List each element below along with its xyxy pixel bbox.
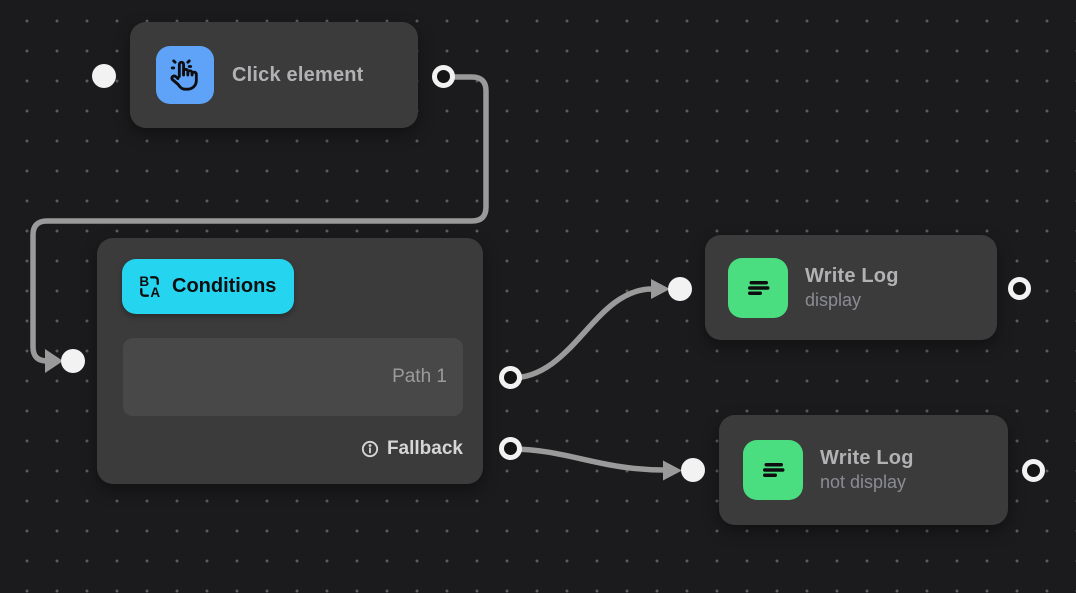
svg-text:B: B — [139, 274, 149, 289]
ab-conditions-icon: B A — [136, 273, 163, 300]
node-click-element[interactable]: Click element — [130, 22, 418, 128]
write-log-display-title: Write Log — [805, 264, 899, 287]
write-log-display-output-handle[interactable] — [1008, 277, 1031, 300]
write-log-display-input-handle[interactable] — [668, 277, 692, 301]
condition-fallback-row[interactable]: Fallback — [360, 435, 463, 463]
node-conditions[interactable]: B A Conditions Path 1 Fallback — [97, 238, 483, 484]
node-write-log-display[interactable]: Write Log display — [705, 235, 997, 340]
condition-path-label: Path 1 — [392, 366, 447, 387]
conditions-input-handle[interactable] — [61, 349, 85, 373]
arrowhead-write-log-not-display-input — [663, 460, 682, 481]
conditions-fallback-output-handle[interactable] — [499, 437, 522, 460]
hand-click-icon — [156, 46, 214, 104]
write-log-not-display-output-handle[interactable] — [1022, 459, 1045, 482]
conditions-header-pill[interactable]: B A Conditions — [122, 259, 295, 314]
svg-text:A: A — [150, 285, 160, 300]
edge-fallback-to-write-log-not-display[interactable] — [508, 446, 682, 481]
write-log-not-display-title: Write Log — [820, 447, 914, 469]
write-log-not-display-input-handle[interactable] — [681, 458, 705, 482]
write-log-display-subtitle: display — [805, 289, 862, 310]
click-element-output-handle[interactable] — [432, 65, 455, 88]
edge-path1-to-write-log-display[interactable] — [508, 279, 670, 381]
write-log-not-display-subtitle: not display — [820, 472, 907, 492]
info-icon — [360, 439, 380, 459]
condition-path-row[interactable]: Path 1 — [123, 338, 463, 416]
click-element-title: Click element — [232, 63, 364, 86]
node-write-log-not-display[interactable]: Write Log not display — [719, 415, 1008, 525]
conditions-label: Conditions — [172, 275, 277, 297]
conditions-path1-output-handle[interactable] — [499, 366, 522, 389]
log-lines-icon — [743, 440, 803, 500]
condition-fallback-label: Fallback — [386, 438, 463, 459]
log-lines-icon — [728, 257, 788, 318]
click-element-input-handle[interactable] — [92, 64, 116, 88]
